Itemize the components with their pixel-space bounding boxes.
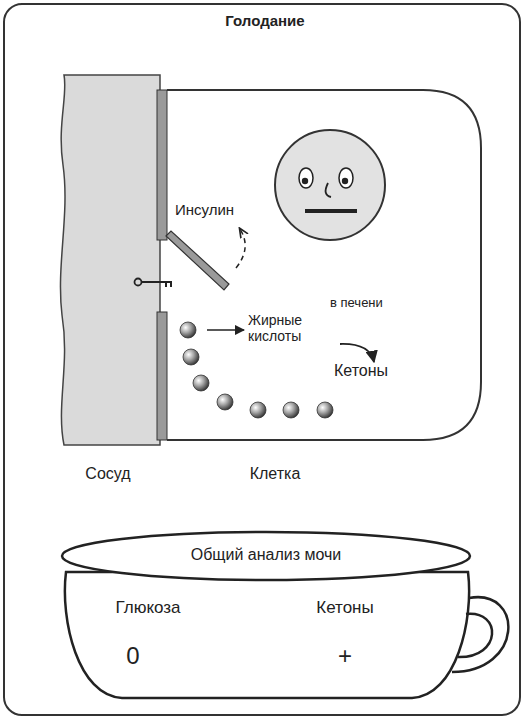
annotation-label: Инсулин bbox=[175, 201, 265, 218]
pot-outline bbox=[65, 572, 469, 698]
node-text: 0 bbox=[103, 642, 163, 670]
face-symbol bbox=[275, 130, 385, 240]
insulin-arrow bbox=[236, 229, 245, 268]
node-text: Кетоны bbox=[285, 598, 405, 618]
vessel-wall bbox=[157, 90, 167, 240]
node-outline bbox=[165, 82, 483, 442]
node-text: Общий анализ мочи bbox=[76, 546, 456, 564]
annotation-label: Кетоны bbox=[334, 362, 424, 380]
node-text: Клетка bbox=[215, 465, 335, 483]
annotation-label: в печени bbox=[330, 296, 410, 311]
urine-test-pot: Глюкоза Кетоны 0 + bbox=[60, 560, 474, 702]
vessel-wall bbox=[157, 312, 167, 440]
insulin-door bbox=[166, 231, 229, 290]
vessel-body bbox=[60, 75, 160, 445]
node-text: + bbox=[315, 642, 375, 670]
urine-test-lid: Общий анализ мочи bbox=[60, 530, 472, 582]
cell-shape: Клетка bbox=[165, 82, 483, 442]
node-text: Сосуд bbox=[48, 465, 168, 483]
lid-outline bbox=[62, 532, 470, 580]
node-outline bbox=[60, 560, 474, 702]
flow-arrow bbox=[207, 329, 244, 331]
cell-outline bbox=[167, 90, 481, 440]
picture-frame bbox=[4, 4, 520, 715]
node-text: Глюкоза bbox=[88, 598, 208, 618]
diagram-title: Голодание bbox=[190, 12, 340, 29]
annotation-label: Жирные кислоты bbox=[248, 312, 320, 344]
flow-arrow bbox=[340, 344, 374, 362]
vessel-shape: Сосуд bbox=[60, 75, 170, 445]
node-outline bbox=[60, 75, 170, 445]
